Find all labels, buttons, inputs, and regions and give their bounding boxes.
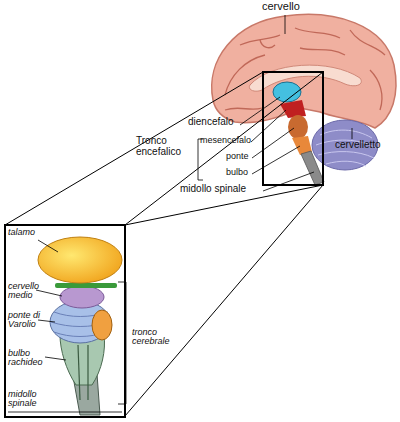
part-label: midollo spinale <box>180 184 246 195</box>
medulla-stripes <box>78 345 88 400</box>
part-label: bulbo rachideo <box>8 349 50 368</box>
spinal-cord <box>301 151 324 185</box>
midbrain-inset <box>60 286 104 308</box>
part-label: diencefalo <box>188 117 234 128</box>
part-label: cervello <box>262 1 300 13</box>
green-band <box>55 283 117 288</box>
part-label: bulbo <box>226 168 248 177</box>
inset-frame <box>5 225 125 417</box>
part-label: cervelletto <box>335 140 381 151</box>
thalamus <box>38 237 122 283</box>
zoom-lines <box>5 72 323 416</box>
gyri <box>225 28 385 110</box>
part-label: mesencefalo <box>200 136 251 145</box>
inset-leader-lines <box>8 240 126 412</box>
part-label: cervello medio <box>8 282 48 301</box>
part-label: tronco cerebrale <box>132 328 184 347</box>
part-label: ponte di Varolio <box>8 311 52 330</box>
part-label: midollo spinale <box>8 390 50 409</box>
cerebellar-peduncle <box>92 310 112 340</box>
part-label: ponte <box>226 152 249 161</box>
pons <box>288 115 308 139</box>
part-label: talamo <box>8 228 35 237</box>
corpus-callosum <box>249 65 361 91</box>
leader-lines <box>198 15 352 191</box>
part-label: Tronco encefalico <box>136 136 194 157</box>
